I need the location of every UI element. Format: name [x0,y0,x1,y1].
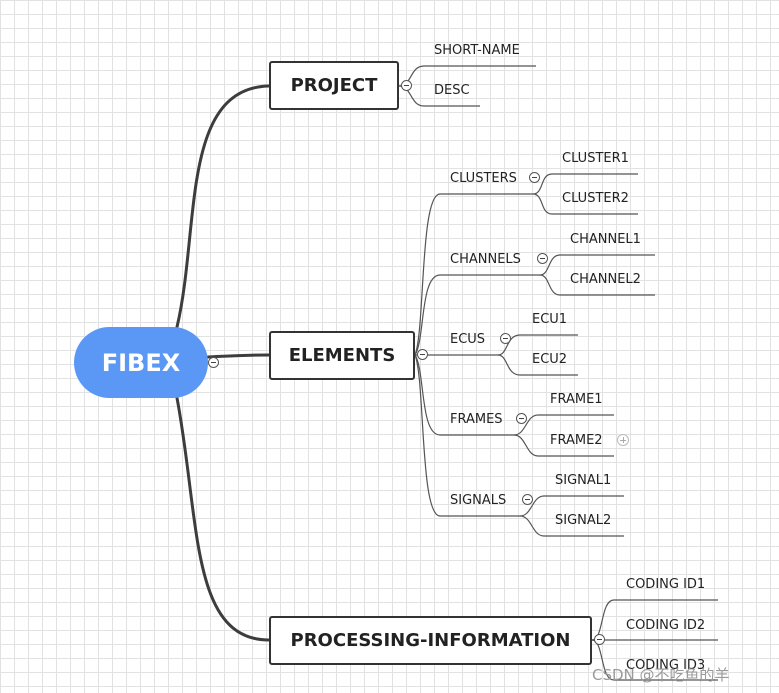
node-cluster2[interactable]: CLUSTER2 [562,191,629,206]
node-channel1[interactable]: CHANNEL1 [570,232,641,247]
connector-elements-channels [414,274,540,356]
node-elements[interactable]: ELEMENTS [269,331,415,380]
node-cluster1[interactable]: CLUSTER1 [562,151,629,166]
connector-root-elements [206,353,271,359]
node-processing-information[interactable]: PROCESSING-INFORMATION [269,616,592,665]
collapse-toggle-icon[interactable] [401,80,412,91]
collapse-toggle-icon[interactable] [522,494,533,505]
node-signal1[interactable]: SIGNAL1 [555,473,612,488]
node-channels[interactable]: CHANNELS [450,252,521,267]
node-frame2[interactable]: FRAME2 [550,433,603,448]
node-ecu1[interactable]: ECU1 [532,312,568,327]
collapse-toggle-icon[interactable] [417,349,428,360]
connector-root-processing [175,396,271,642]
watermark: CSDN @不吃鱼的羊 [592,666,730,684]
connector-elements-frames [414,354,514,436]
node-desc[interactable]: DESC [434,83,470,98]
root-node-fibex[interactable]: FIBEX [74,327,208,398]
collapse-toggle-icon[interactable] [594,634,605,645]
node-clusters[interactable]: CLUSTERS [450,171,517,186]
connector-root-project [175,84,271,329]
node-ecus[interactable]: ECUS [450,332,486,347]
node-frame1[interactable]: FRAME1 [550,392,603,407]
node-channel2[interactable]: CHANNEL2 [570,272,641,287]
node-frames[interactable]: FRAMES [450,412,503,427]
collapse-toggle-icon[interactable] [516,413,527,424]
node-project[interactable]: PROJECT [269,61,399,110]
collapse-toggle-icon[interactable] [537,253,548,264]
connector-elements-signals [414,354,520,517]
node-ecu2[interactable]: ECU2 [532,352,568,367]
collapse-toggle-icon[interactable] [500,333,511,344]
node-coding-id2[interactable]: CODING ID2 [626,618,706,633]
node-signals[interactable]: SIGNALS [450,493,507,508]
node-coding-id1[interactable]: CODING ID1 [626,577,706,592]
expand-plus-icon[interactable] [617,434,629,446]
collapse-toggle-icon[interactable] [529,172,540,183]
node-short-name[interactable]: SHORT-NAME [434,43,520,58]
collapse-toggle-icon[interactable] [208,357,219,368]
node-coding-id3[interactable]: CODING ID3 [626,658,706,673]
node-signal2[interactable]: SIGNAL2 [555,513,612,528]
connector-elements-clusters [414,193,533,356]
